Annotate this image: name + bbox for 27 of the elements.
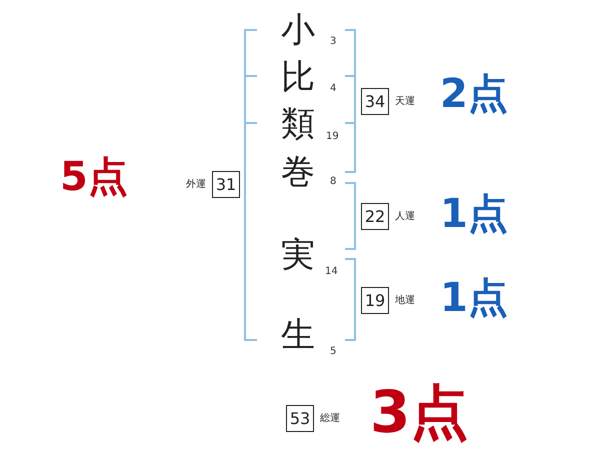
number-box: 22	[361, 203, 389, 230]
score-text: 5点	[60, 157, 128, 197]
stroke-count: 14	[325, 266, 338, 278]
name-character: 類	[280, 104, 316, 144]
score-text: 1点	[440, 194, 508, 234]
fortune-label: 外運	[186, 179, 206, 191]
stroke-count: 3	[330, 36, 336, 48]
stroke-count: 5	[330, 346, 336, 358]
name-character: 比	[280, 57, 316, 97]
name-character: 生	[280, 315, 316, 355]
score-text: 1点	[440, 278, 508, 318]
number-box: 31	[212, 171, 240, 198]
stroke-count: 19	[326, 131, 339, 143]
fortune-label: 天運	[395, 96, 415, 108]
name-character: 実	[280, 235, 316, 275]
stroke-count: 8	[330, 176, 336, 188]
name-character: 小	[280, 10, 316, 50]
number-box: 53	[286, 405, 314, 432]
score-text: 3点	[370, 383, 468, 441]
number-box: 19	[361, 287, 389, 314]
fortune-label: 総運	[320, 413, 340, 425]
fortune-label: 地運	[395, 295, 415, 307]
fortune-label: 人運	[395, 211, 415, 223]
stroke-count: 4	[330, 83, 336, 95]
name-character: 巻	[280, 152, 316, 192]
number-box: 34	[361, 88, 389, 115]
score-text: 2点	[440, 74, 508, 114]
